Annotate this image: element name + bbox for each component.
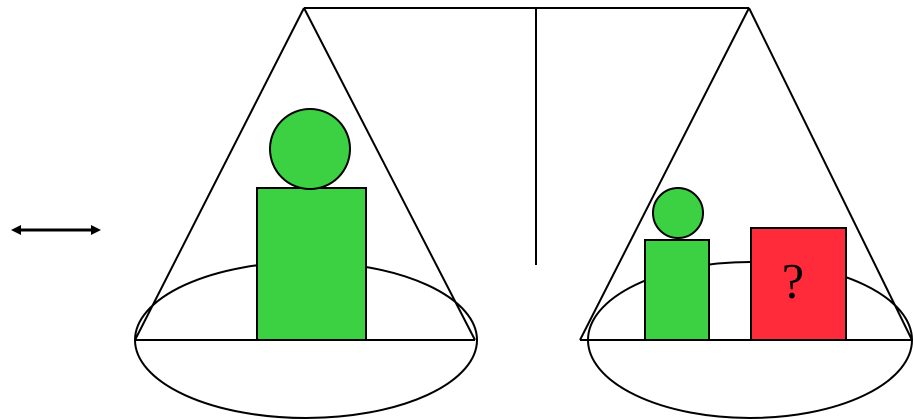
left-large-block (257, 188, 366, 340)
right-small-ball (653, 188, 703, 238)
left-pan (135, 8, 477, 418)
right-small-block (645, 240, 709, 340)
unknown-weight-label: ? (782, 252, 804, 308)
left-large-ball (270, 109, 350, 189)
right-pan: ? (580, 8, 912, 418)
